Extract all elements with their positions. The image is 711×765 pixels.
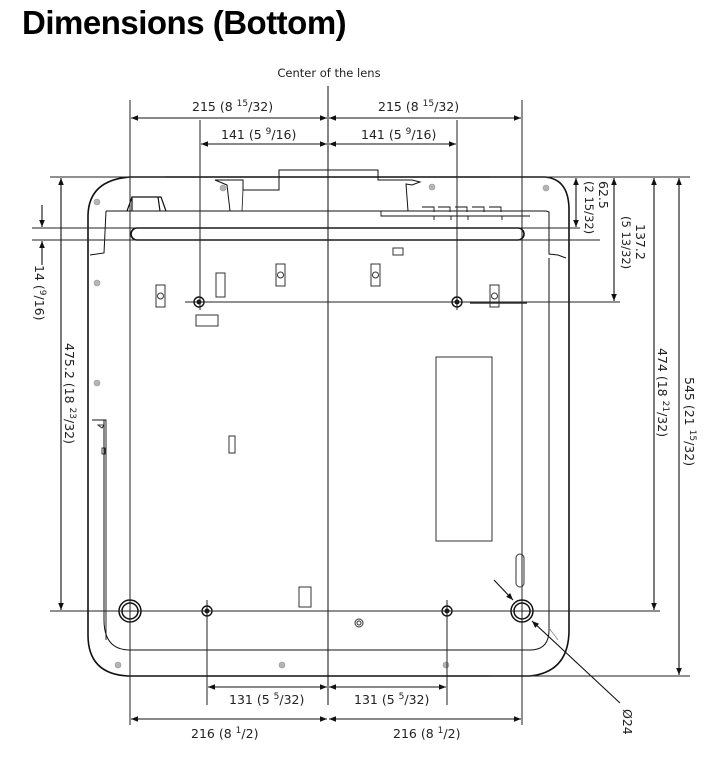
dim-62-5-inch: (2 15/32) — [582, 181, 596, 234]
extension-lines — [32, 100, 690, 725]
left-dimension-arrows — [39, 178, 64, 610]
foot-diameter-leader — [493, 579, 621, 704]
screw-marks — [93, 183, 550, 669]
dim-131-left: 131 (5 5/32) — [229, 692, 304, 707]
dim-141-right: 141 (5 9/16) — [361, 127, 436, 142]
bottom-features — [155, 247, 527, 628]
dim-216-right: 216 (8 1/2) — [393, 726, 460, 741]
dim-474-label: 474 (18 21/32) — [655, 348, 670, 437]
dim-475-label: 475.2 (18 23/32) — [62, 343, 77, 444]
top-dimension-labels: 215 (8 15/32) 215 (8 15/32) 141 (5 9/16)… — [192, 99, 459, 142]
device-body — [87, 169, 570, 677]
right-dimension-arrows — [573, 178, 682, 675]
bottom-dimension-labels: 131 (5 5/32) 131 (5 5/32) 216 (8 1/2) 21… — [191, 692, 460, 741]
bottom-dimension-arrows — [131, 684, 521, 722]
dim-137-2-inch: (5 13/32) — [619, 216, 633, 269]
dim-216-left: 216 (8 1/2) — [191, 726, 258, 741]
dim-215-left: 215 (8 15/32) — [192, 99, 273, 114]
top-dimension-arrows — [131, 115, 521, 147]
dim-14-label: 14 (9/16) — [32, 265, 47, 321]
dim-141-left: 141 (5 9/16) — [221, 127, 296, 142]
center-of-lens-label: Center of the lens — [277, 66, 380, 80]
dim-131-right: 131 (5 5/32) — [354, 692, 429, 707]
dim-137-2-mm: 137.2 — [633, 224, 648, 260]
dim-215-right: 215 (8 15/32) — [378, 99, 459, 114]
dim-62-5-mm: 62.5 — [596, 181, 611, 209]
foot-diameter-label: Ø24 — [620, 709, 635, 735]
page-title: Dimensions (Bottom) — [22, 4, 347, 41]
dim-545-label: 545 (21 15/32) — [682, 377, 697, 466]
